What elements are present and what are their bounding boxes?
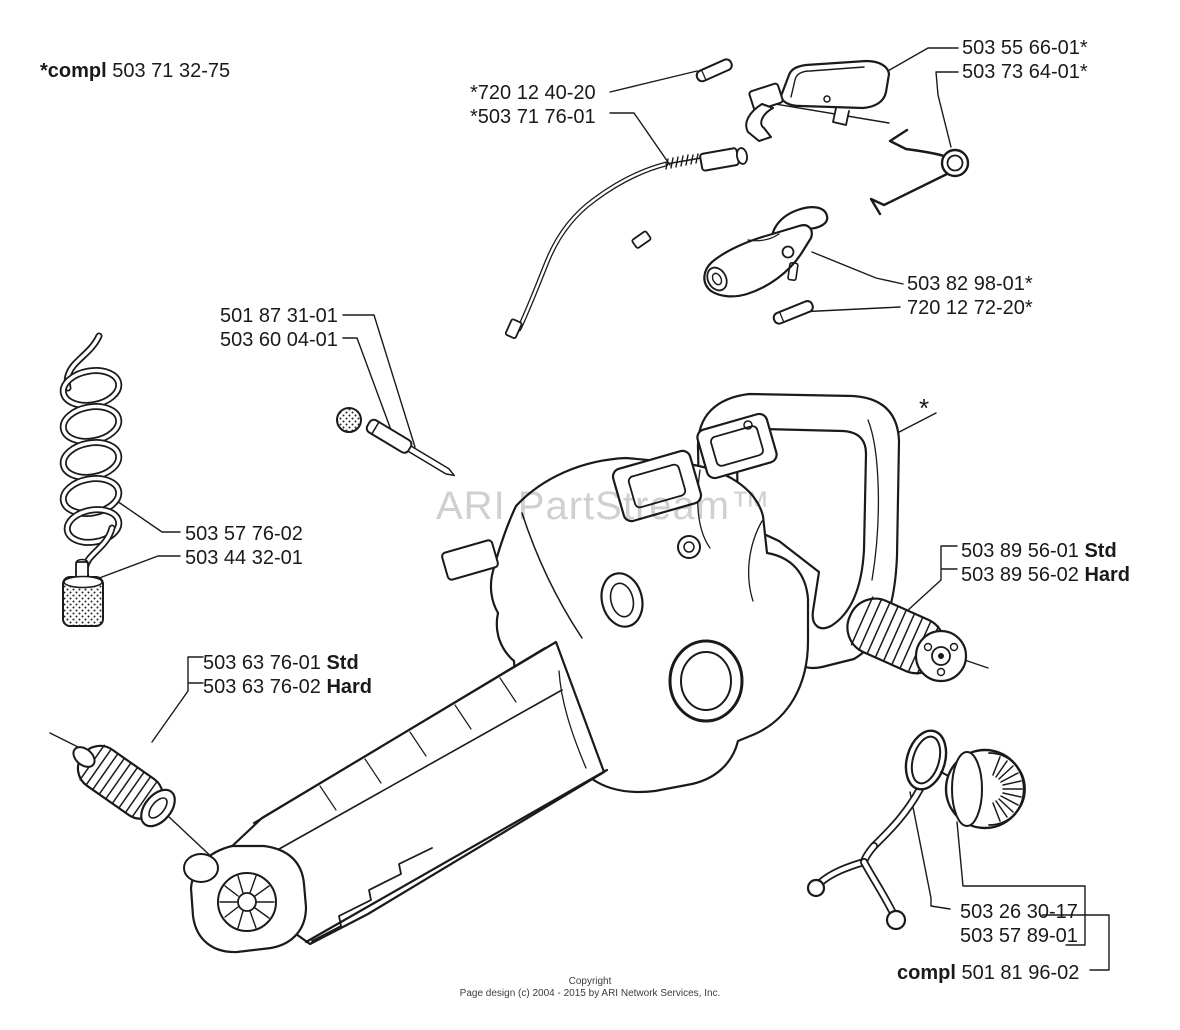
part-number: 503 63 76-01 Std: [203, 652, 359, 674]
part-number: *503 71 76-01: [470, 106, 596, 128]
label-group-throttle-trigger: 503 82 98-01* 720 12 72-20*: [907, 272, 1033, 320]
part-number: 503 63 76-02 Hard: [203, 676, 373, 698]
label-tank-asterisk: *: [919, 393, 930, 423]
label-group-damper-left: 503 63 76-01 Std 503 63 76-02 Hard: [203, 651, 372, 699]
part-number: 503 89 56-01 Std: [961, 540, 1117, 562]
watermark: ARI PartStream™: [436, 484, 772, 528]
return-spring-wire-drawing: [869, 128, 970, 216]
label-compl-bottom-prefix: compl: [897, 962, 956, 984]
label-group-hose-filter: 503 57 76-02 503 44 32-01: [185, 522, 303, 570]
label-compl-bottom-number: 501 81 96-02: [961, 962, 1080, 984]
part-number: 503 26 30-17: [960, 901, 1078, 923]
label-group-fuel-cap: 503 26 30-17 503 57 89-01: [960, 900, 1078, 948]
fuel-cap-drawing: [806, 729, 1026, 931]
part-number: 501 87 31-01: [220, 305, 338, 327]
needle-rod-drawing: [365, 418, 455, 477]
label-compl-bottom: compl 501 81 96-02: [897, 961, 1079, 985]
label-group-damper-right: 503 89 56-01 Std 503 89 56-02 Hard: [961, 539, 1130, 587]
part-number: *720 12 40-20: [470, 82, 596, 104]
part-number: 503 57 89-01: [960, 925, 1078, 947]
footer-copyright: Copyright Page design (c) 2004 - 2015 by…: [290, 976, 890, 1000]
throttle-trigger-drawing: [703, 206, 829, 298]
damper-spring-left-drawing: [72, 744, 176, 828]
throttle-lockout-drawing: [745, 59, 891, 142]
throttle-cable-drawing: [504, 147, 749, 340]
label-group-cable-pin: *720 12 40-20 *503 71 76-01: [470, 81, 596, 129]
part-number: 503 60 04-01: [220, 329, 338, 351]
tank-handle-drawing: [183, 392, 901, 954]
part-number: 503 89 56-02 Hard: [961, 564, 1131, 586]
part-number: 503 44 32-01: [185, 547, 303, 569]
pin-trigger-drawing: [772, 300, 814, 325]
pin-top-drawing: [695, 58, 733, 83]
label-compl-top-number: 503 71 32-75: [112, 60, 231, 82]
part-number: 503 57 76-02: [185, 523, 303, 545]
fuel-filter-drawing: [62, 558, 104, 627]
damper-spring-right-drawing: [846, 596, 968, 683]
part-number: 503 55 66-01*: [962, 37, 1088, 59]
label-compl-top-prefix: *compl: [40, 60, 107, 82]
leader-lines: [49, 47, 1110, 971]
label-group-lockout-lever: 503 55 66-01* 503 73 64-01*: [962, 36, 1088, 84]
footer-line1: Copyright: [568, 976, 612, 987]
footer-line2: Page design (c) 2004 - 2015 by ARI Netwo…: [459, 988, 721, 999]
label-compl-top: *compl 503 71 32-75: [40, 59, 230, 83]
grommet-drawing: [336, 407, 362, 433]
part-number: 503 73 64-01*: [962, 61, 1088, 83]
part-number: 720 12 72-20*: [907, 297, 1033, 319]
label-group-needle-grommet: 501 87 31-01 503 60 04-01: [220, 304, 338, 352]
part-number: 503 82 98-01*: [907, 273, 1033, 295]
fuel-hose-spiral-drawing: [59, 332, 123, 581]
